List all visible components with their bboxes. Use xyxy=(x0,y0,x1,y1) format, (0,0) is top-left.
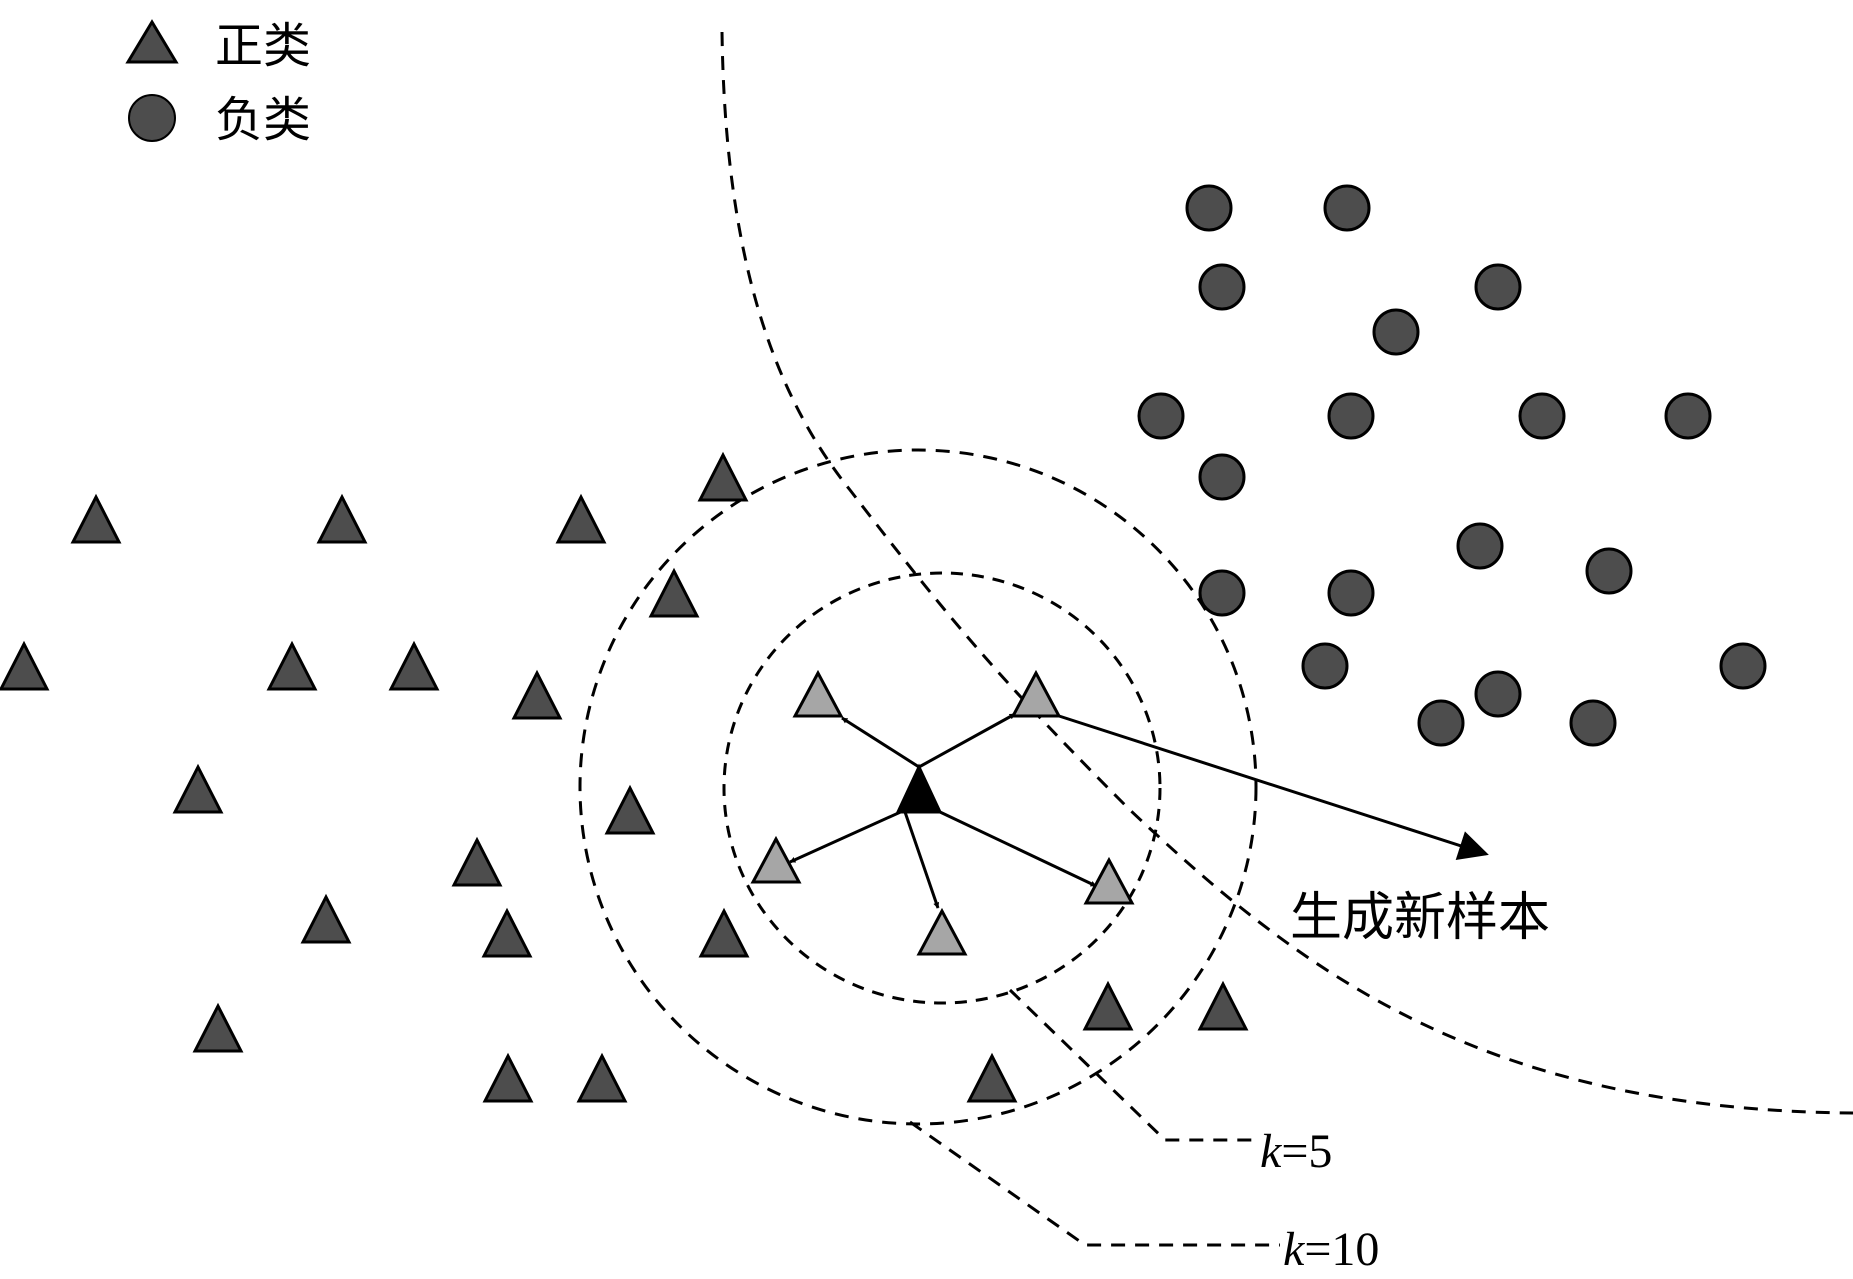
negative-sample xyxy=(1456,522,1504,570)
positive-sample xyxy=(1197,980,1249,1031)
center-sample xyxy=(895,763,943,814)
arrow-to-new-sample xyxy=(1058,714,1489,860)
k10-eq: =10 xyxy=(1304,1223,1379,1276)
neighbor-sample xyxy=(792,669,844,718)
arrow-to-upper-left xyxy=(841,716,920,769)
k5-label: k=5 xyxy=(1260,1125,1332,1178)
neighbor-samples xyxy=(750,669,1135,956)
positive-samples xyxy=(0,451,1249,1103)
negative-sample xyxy=(1569,699,1617,747)
positive-sample xyxy=(192,1002,244,1053)
negative-sample xyxy=(1327,569,1375,617)
negative-sample xyxy=(1198,453,1246,501)
negative-sample xyxy=(1719,642,1767,690)
negative-sample xyxy=(1185,184,1233,232)
positive-sample xyxy=(266,640,318,691)
positive-sample xyxy=(388,640,440,691)
neighborhood-circle-k10 xyxy=(578,448,1258,1126)
legend: 正类 负类 xyxy=(125,18,311,148)
neighborhood-circle-k5 xyxy=(722,571,1162,1005)
legend-positive-label: 正类 xyxy=(215,18,311,74)
positive-sample xyxy=(0,640,50,691)
negative-sample xyxy=(1301,642,1349,690)
negative-sample xyxy=(1198,263,1246,311)
negative-sample xyxy=(1664,392,1712,440)
negative-samples xyxy=(1137,184,1767,747)
neighbor-sample xyxy=(916,907,968,956)
leader-line-k10 xyxy=(909,1120,1280,1247)
legend-triangle-icon xyxy=(125,19,179,64)
negative-sample xyxy=(1372,308,1420,356)
interpolation-arrows xyxy=(789,712,1489,909)
negative-sample xyxy=(1585,547,1633,595)
negative-sample xyxy=(1474,670,1522,718)
positive-sample xyxy=(300,893,352,944)
arrow-to-lower-right xyxy=(939,810,1097,888)
arrow-to-bottom xyxy=(903,811,940,909)
negative-sample xyxy=(1417,699,1465,747)
positive-sample xyxy=(511,669,563,720)
legend-circle-icon xyxy=(128,94,176,142)
positive-sample xyxy=(1082,980,1134,1031)
negative-sample xyxy=(1327,392,1375,440)
negative-sample xyxy=(1474,263,1522,311)
k5-eq: =5 xyxy=(1281,1125,1332,1178)
arrow-to-upper-right xyxy=(918,712,1016,769)
positive-sample xyxy=(316,493,368,544)
negative-sample xyxy=(1323,184,1371,232)
positive-sample xyxy=(697,451,749,502)
neighbor-sample xyxy=(1010,669,1062,718)
legend-negative-label: 负类 xyxy=(215,92,311,148)
k10-var: k xyxy=(1283,1223,1306,1276)
positive-sample xyxy=(966,1052,1018,1103)
positive-sample xyxy=(70,493,122,544)
positive-sample xyxy=(451,836,503,887)
arrow-to-lower-left xyxy=(789,808,906,864)
positive-sample xyxy=(576,1052,628,1103)
positive-sample xyxy=(604,784,656,835)
neighbor-sample xyxy=(1083,856,1135,905)
negative-sample xyxy=(1198,569,1246,617)
negative-sample xyxy=(1518,392,1566,440)
positive-sample xyxy=(481,907,533,958)
negative-sample xyxy=(1137,392,1185,440)
positive-sample xyxy=(698,907,750,958)
generate-new-sample-label: 生成新样本 xyxy=(1290,888,1550,948)
decision-boundary xyxy=(720,31,1853,1115)
k10-label: k=10 xyxy=(1283,1223,1379,1276)
neighbor-sample xyxy=(750,835,802,884)
positive-sample xyxy=(172,763,224,814)
positive-sample xyxy=(648,567,700,618)
positive-sample xyxy=(555,493,607,544)
positive-sample xyxy=(482,1052,534,1103)
k5-var: k xyxy=(1260,1125,1283,1178)
